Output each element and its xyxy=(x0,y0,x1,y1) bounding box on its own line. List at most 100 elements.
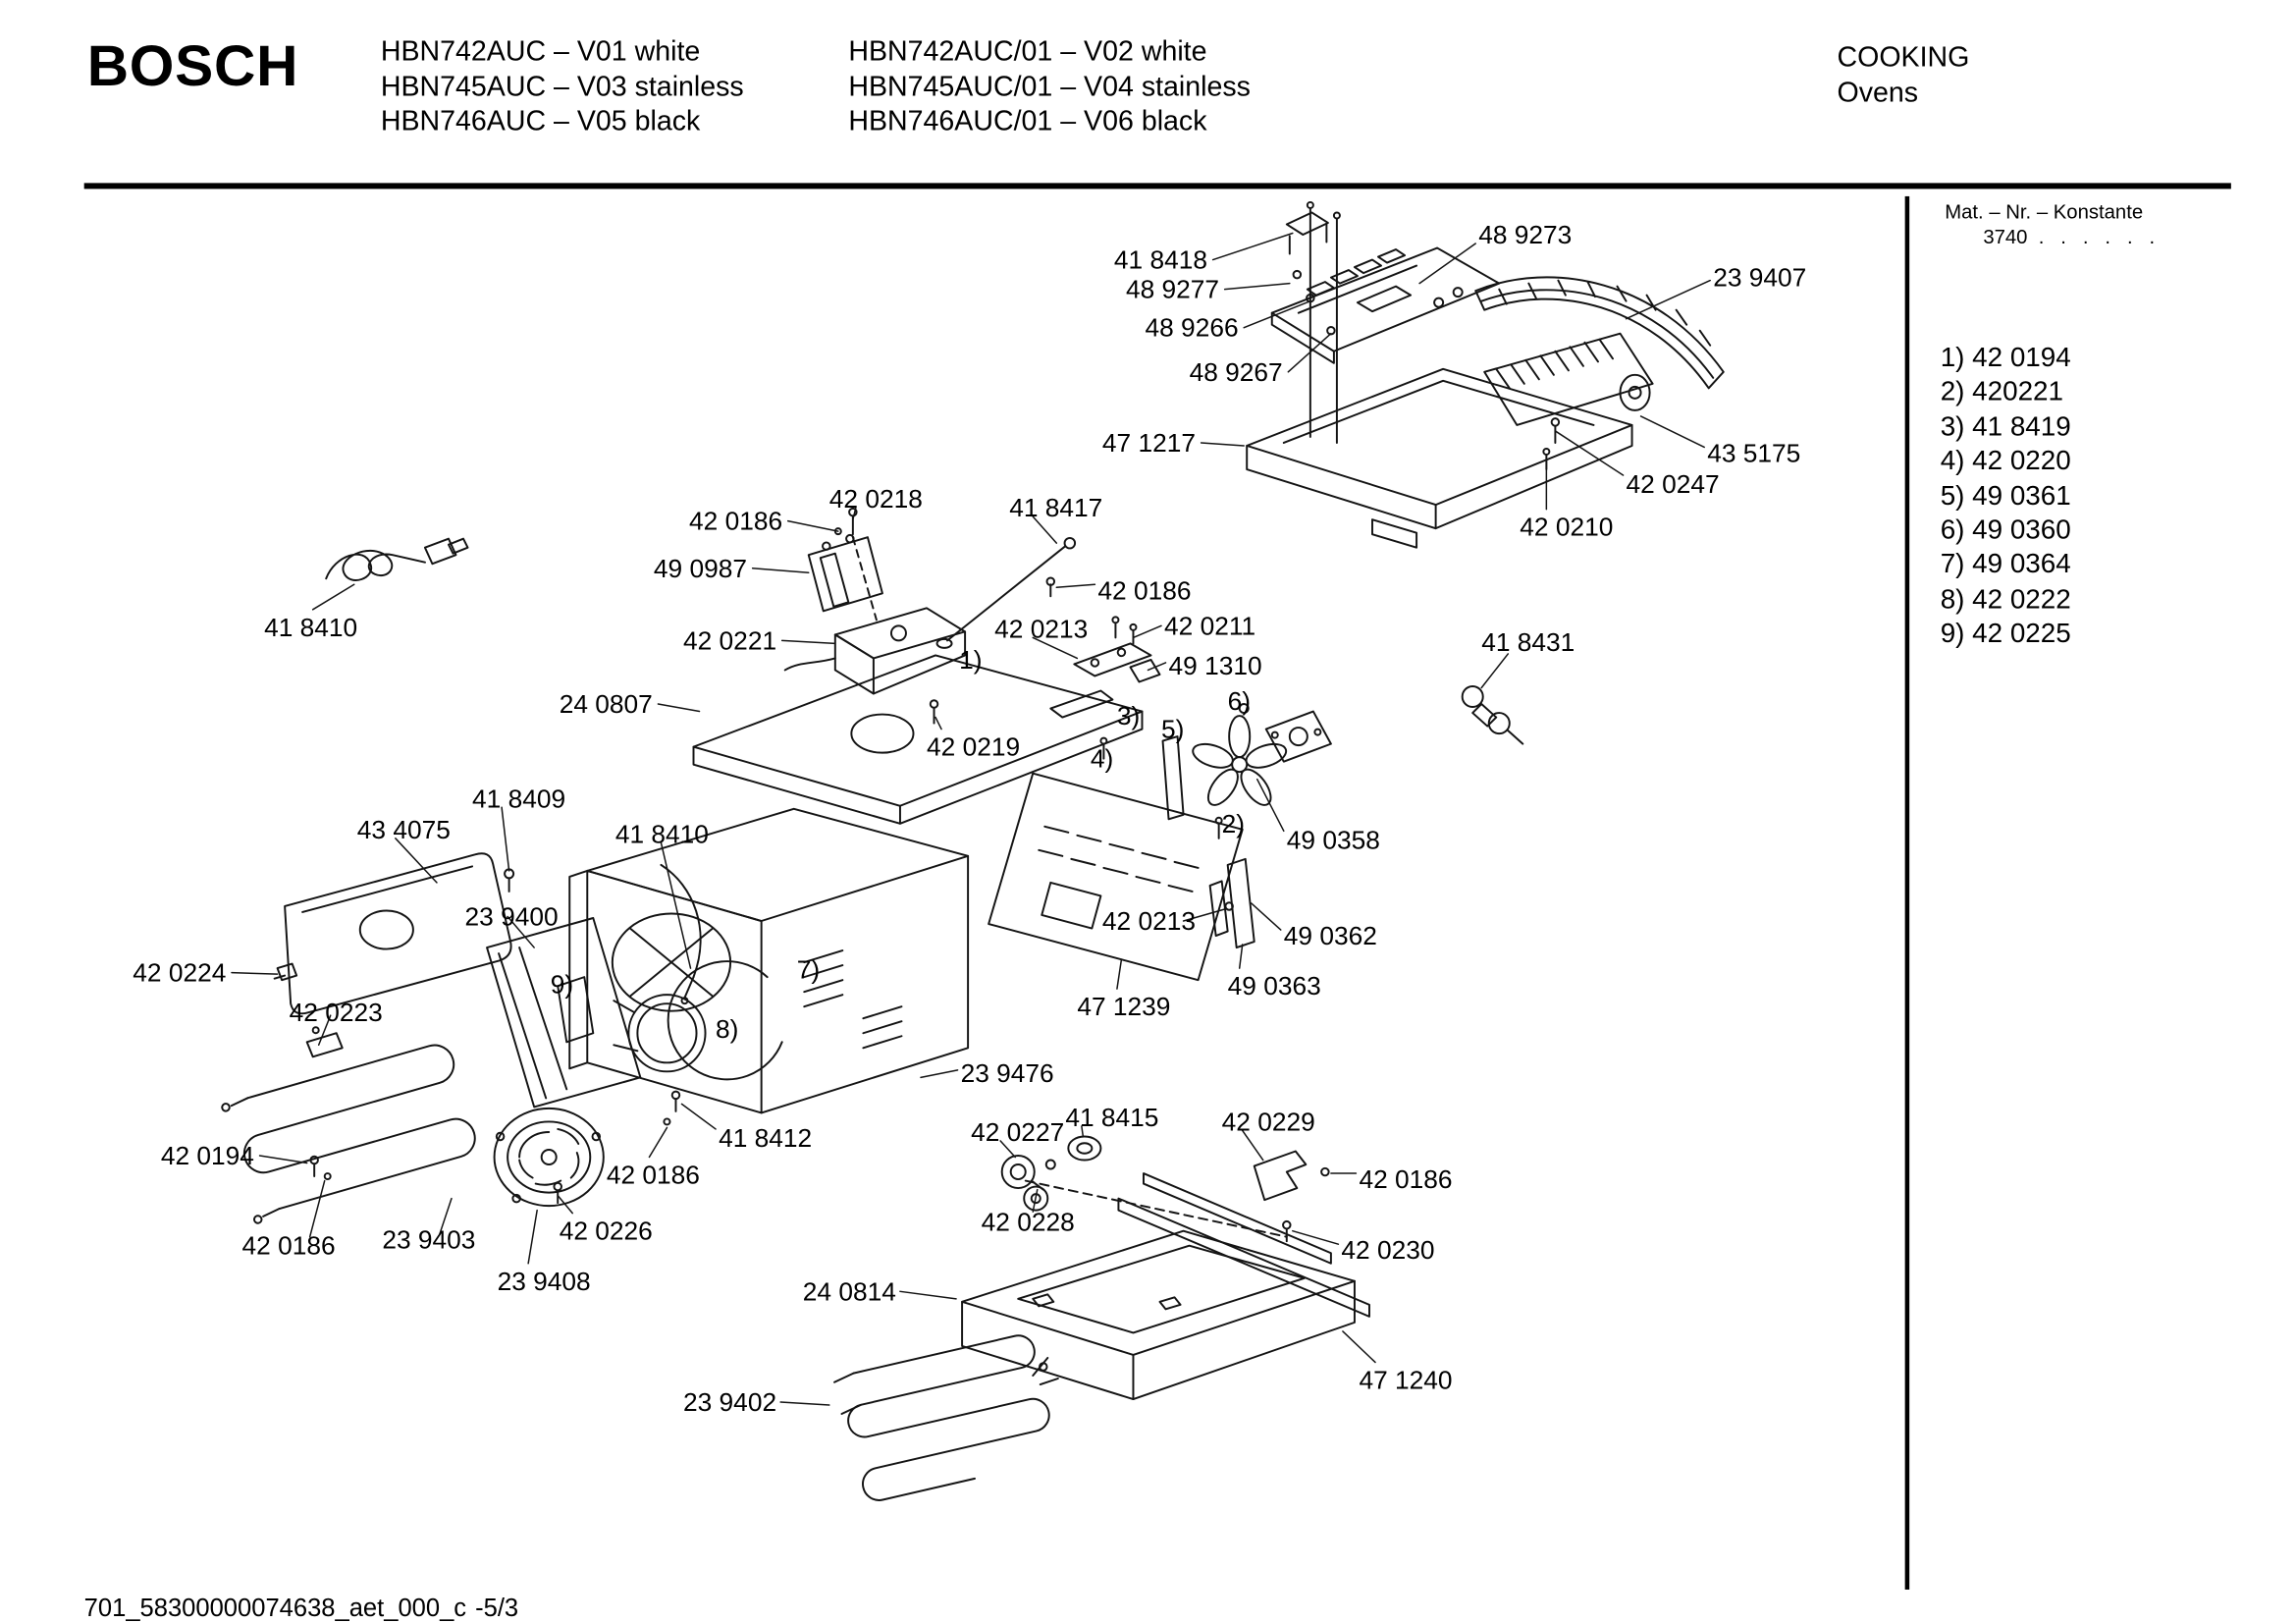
material-list-item: 2) 420221 xyxy=(1940,375,2063,406)
leader-line xyxy=(1241,1129,1264,1162)
part-bracket-9 xyxy=(557,976,595,1044)
part-fan-cover xyxy=(493,1107,605,1208)
part-broil-element xyxy=(221,1044,476,1224)
part-bake-element xyxy=(833,1334,1050,1501)
part-blower xyxy=(1483,332,1654,426)
leader-line xyxy=(852,507,857,520)
leader-line xyxy=(1255,778,1285,833)
leader-line xyxy=(311,583,355,611)
leader-line xyxy=(308,1179,326,1238)
leader-line xyxy=(1223,282,1291,291)
leader-line xyxy=(1182,908,1226,922)
leader-line xyxy=(317,1014,332,1047)
leader-line xyxy=(1292,1229,1340,1245)
leader-line xyxy=(780,639,836,645)
material-list-item: 4) 42 0220 xyxy=(1940,444,2071,476)
leader-line xyxy=(1116,958,1123,990)
leader-line xyxy=(1147,662,1167,672)
material-list-item: 9) 42 0225 xyxy=(1940,617,2071,649)
leader-line xyxy=(439,1197,453,1235)
leader-line xyxy=(751,567,810,573)
leader-line xyxy=(999,1140,1016,1159)
footer-doc-id: 701_58300000074638_aet_000_c xyxy=(83,1594,467,1623)
part-screw-42-0230 xyxy=(1282,1219,1292,1243)
part-clip-42-0224 xyxy=(273,962,298,982)
model-line: HBN742AUC – V01 white xyxy=(380,36,701,69)
part-bottom-panel xyxy=(961,1229,1356,1401)
leader-line xyxy=(786,519,839,532)
category-title: COOKING xyxy=(1837,42,1970,75)
part-round-element xyxy=(667,960,783,1081)
part-switch-box xyxy=(783,607,967,695)
leader-line xyxy=(1418,243,1476,285)
part-top-panel xyxy=(1246,367,1633,549)
leader-line xyxy=(1243,299,1311,329)
part-screws-mid xyxy=(663,1090,681,1126)
part-vent-grille xyxy=(1474,276,1725,390)
part-fan-blade xyxy=(1192,715,1288,806)
leader-line xyxy=(231,971,279,975)
leader-line xyxy=(1480,653,1510,689)
brand-logo: BOSCH xyxy=(86,35,299,99)
part-screw-42-0226 xyxy=(553,1181,562,1205)
part-motor-bracket xyxy=(1264,710,1332,763)
part-support-panel xyxy=(692,654,1144,825)
part-screw-41-8409 xyxy=(504,868,515,893)
part-oven-liner xyxy=(568,807,970,1114)
model-line: HBN745AUC – V03 stainless xyxy=(380,71,744,103)
part-top-cover xyxy=(284,852,512,1015)
leader-line xyxy=(1200,442,1245,447)
leader-line xyxy=(648,1126,668,1159)
leader-line xyxy=(527,1209,538,1265)
leader-line xyxy=(1625,279,1711,320)
leader-line xyxy=(395,838,438,884)
part-ground-rod xyxy=(935,536,1077,649)
leader-line xyxy=(507,915,535,948)
part-screw-42-0218 xyxy=(833,507,878,622)
leader-line xyxy=(1287,332,1332,373)
leader-line xyxy=(1238,944,1244,969)
material-list-item: 1) 42 0194 xyxy=(1940,341,2071,372)
leader-line xyxy=(501,806,510,872)
leader-line xyxy=(258,1155,308,1164)
leader-line xyxy=(660,841,692,969)
leader-line xyxy=(1032,1188,1039,1213)
leader-line xyxy=(1132,624,1162,639)
model-line: HBN745AUC/01 – V04 stainless xyxy=(848,71,1251,103)
model-line: HBN746AUC/01 – V06 black xyxy=(848,106,1207,137)
leader-line xyxy=(899,1290,957,1300)
leader-line xyxy=(1081,1125,1085,1138)
part-side-panel xyxy=(988,772,1244,982)
leader-line xyxy=(920,1069,959,1079)
material-constant: 3740 . . . . . . xyxy=(1983,225,2156,248)
leader-line xyxy=(1639,415,1705,449)
leader-line xyxy=(1055,583,1096,589)
leader-line xyxy=(1032,636,1079,660)
model-line: HBN742AUC/01 – V02 white xyxy=(848,36,1207,69)
leader-line xyxy=(1250,902,1282,931)
part-ring-element xyxy=(613,994,707,1073)
part-small-brackets xyxy=(1049,689,1250,839)
sidebar-divider xyxy=(1904,195,1910,1590)
material-list-item: 5) 49 0361 xyxy=(1940,478,2071,511)
material-list-item: 8) 42 0222 xyxy=(1940,582,2071,615)
category-subtitle: Ovens xyxy=(1837,77,1919,109)
leader-line xyxy=(557,1194,573,1215)
leader-line xyxy=(657,703,701,713)
header-rule xyxy=(83,183,2231,189)
part-bracket-42-0229 xyxy=(1253,1150,1330,1202)
part-thermostat-knob xyxy=(1000,1135,1102,1212)
material-header: Mat. – Nr. – Konstante xyxy=(1945,200,2144,223)
material-list-item: 7) 49 0364 xyxy=(1940,548,2071,579)
part-temp-probe xyxy=(325,537,469,581)
footer: 701_58300000074638_aet_000_c-5/3 xyxy=(84,1594,527,1623)
leader-lines xyxy=(231,232,1711,1406)
leader-line xyxy=(1211,232,1294,261)
category-block: COOKING Ovens xyxy=(1837,41,1969,111)
part-transformer xyxy=(807,533,883,613)
part-inner-panel xyxy=(486,917,642,1109)
